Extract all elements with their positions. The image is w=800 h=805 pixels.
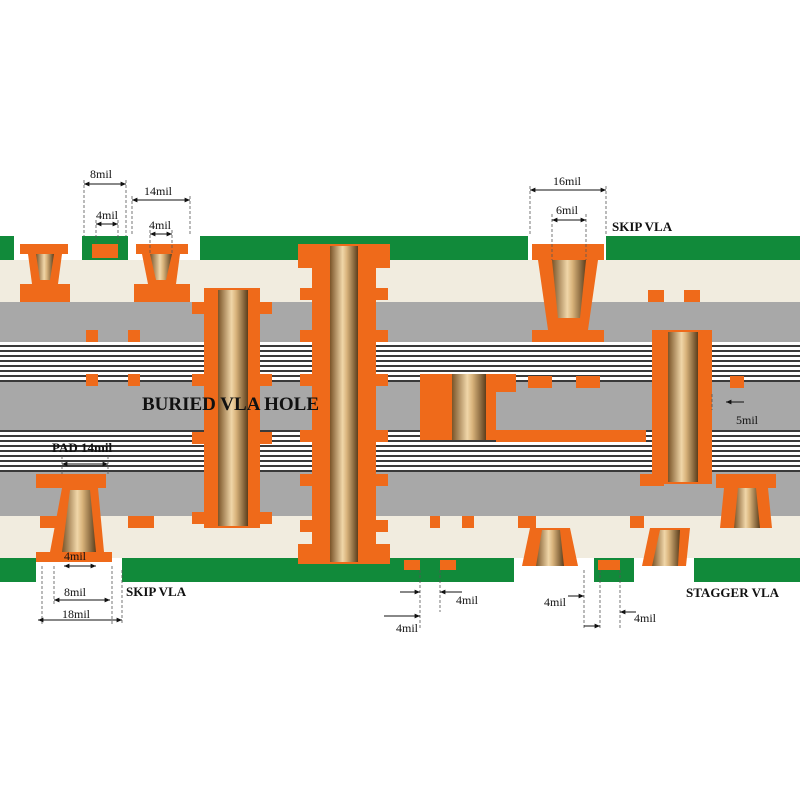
via-top-left-2 [150,254,172,280]
dim-right-clearance: 5mil [736,413,759,427]
dim-top-second-inner: 4mil [149,218,172,232]
text-labels: 8mil 4mil 14mil 4mil 16mil 6mil SKIP VLA… [52,167,780,635]
via-barrels [36,246,760,566]
dim-bottom-mid: 8mil [64,585,87,599]
label-skip-via-bottom: SKIP VLA [126,584,187,599]
via-buried-left [218,290,248,526]
via-skip-top [552,260,586,318]
via-stagger-bottom [734,488,760,528]
dim-gap-b-right: 4mil [634,611,657,625]
via-top-left-1 [36,254,54,280]
via-stagger-column [668,332,698,482]
top-solder-mask [0,236,800,260]
dim-gap-a-right: 4mil [456,593,479,607]
dim-gap-b-left: 4mil [544,595,567,609]
dim-top-left-outer: 8mil [90,167,113,181]
dim-skip-top-inner: 6mil [556,203,579,217]
label-buried-via: BURIED VLA HOLE [142,394,319,415]
via-bottom-mid-2 [652,530,680,566]
top-prepreg [0,260,800,302]
label-skip-via-top: SKIP VLA [612,219,673,234]
label-stagger-via: STAGGER VLA [686,585,780,600]
dim-bottom-inner: 4mil [64,549,87,563]
via-skip-bottom-left [62,490,96,552]
via-buried-center [452,374,486,440]
dim-bottom-outer: 18mil [62,607,91,621]
dim-gap-a-left: 4mil [396,621,419,635]
dim-skip-top-outer: 16mil [553,174,582,188]
dimension-lines [38,180,744,630]
dim-top-left-inner: 4mil [96,208,119,222]
via-through-center [330,246,358,562]
label-pad: PAD 14mil [52,440,112,455]
dim-top-second-outer: 14mil [144,184,173,198]
via-bottom-mid-1 [536,530,564,566]
